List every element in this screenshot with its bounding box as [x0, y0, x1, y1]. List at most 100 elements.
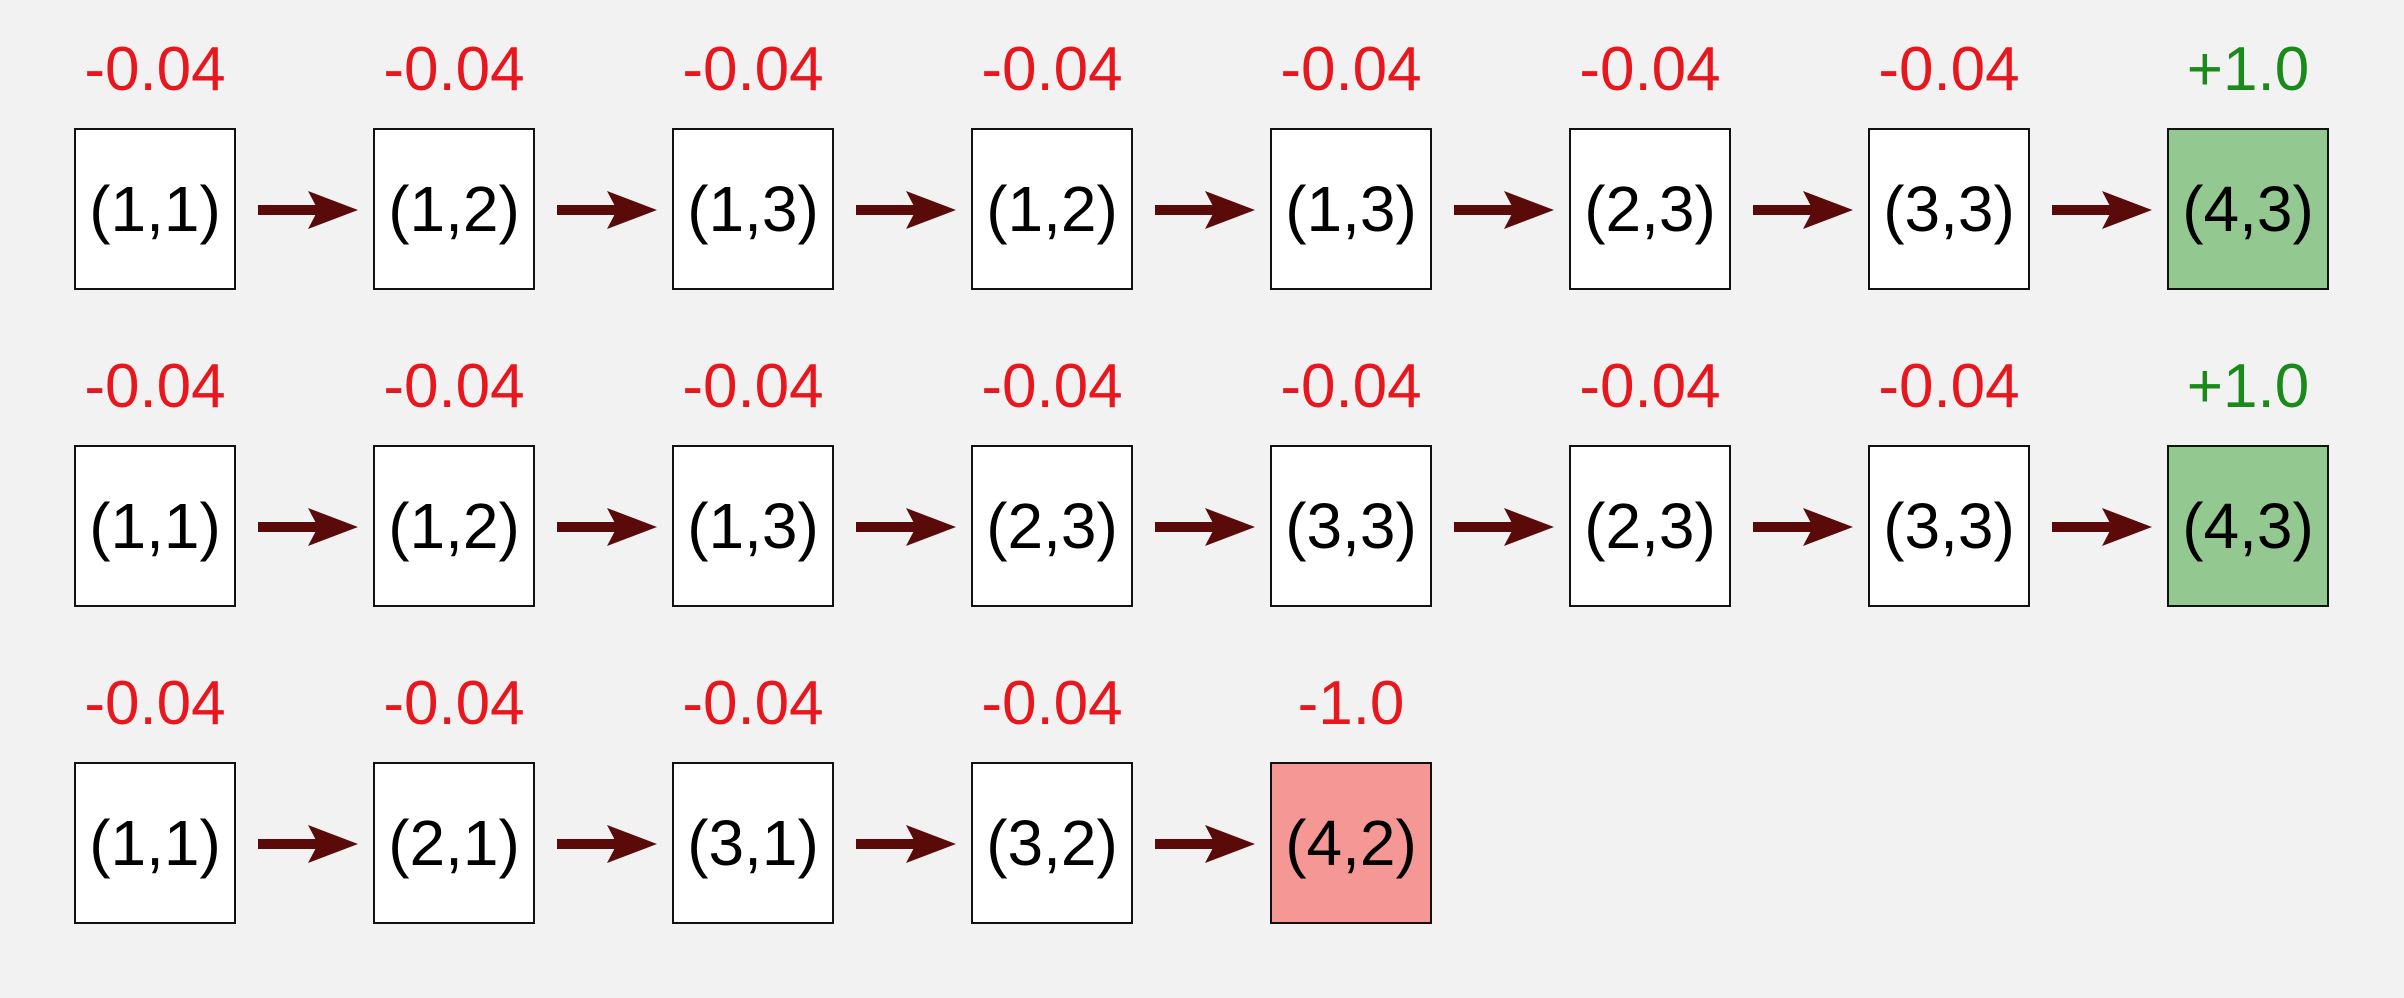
state-label: (1,1)	[89, 807, 221, 879]
transition-arrow-icon	[1155, 825, 1255, 863]
reward-label: +1.0	[2186, 35, 2310, 104]
trajectory-step: -0.04 (3,2)	[971, 664, 1133, 924]
state-box: (1,2)	[971, 128, 1133, 290]
reward-label: -0.04	[1579, 35, 1721, 104]
pit-state-box: (4,2)	[1270, 762, 1432, 924]
transition-arrow-icon	[856, 825, 956, 863]
reward-label: -0.04	[84, 669, 226, 738]
state-label: (1,2)	[388, 173, 520, 245]
transition-arrow-icon	[2052, 508, 2152, 546]
transition-arrow-icon	[258, 508, 358, 546]
trajectory-step: +1.0 (4,3)	[2167, 347, 2329, 607]
state-label: (1,1)	[89, 490, 221, 562]
transition-arrow-icon	[856, 508, 956, 546]
reward-label: +1.0	[2186, 352, 2310, 421]
transition-arrow-icon	[557, 508, 657, 546]
reward-label: -0.04	[682, 352, 824, 421]
trajectory-step: -0.04 (2,3)	[971, 347, 1133, 607]
trajectory-step: -0.04 (3,1)	[672, 664, 834, 924]
reward-label: -0.04	[981, 669, 1123, 738]
transition-arrow-icon	[1155, 508, 1255, 546]
state-box: (1,1)	[74, 128, 236, 290]
state-box: (1,2)	[373, 128, 535, 290]
trajectory-step: -0.04 (1,3)	[672, 347, 834, 607]
state-box: (2,3)	[1569, 128, 1731, 290]
state-label: (3,2)	[986, 807, 1118, 879]
reward-label: -0.04	[383, 669, 525, 738]
trajectory-step: -0.04 (1,3)	[1270, 30, 1432, 290]
trajectory-row-1: -0.04 (1,1) -0.04 (1,2) -0.04 (1,3) -0.04 (1,2)…	[0, 30, 2404, 290]
state-box: (1,3)	[672, 445, 834, 607]
transition-arrow-icon	[1753, 508, 1853, 546]
state-label: (4,3)	[2182, 173, 2314, 245]
trajectory-step: -0.04 (3,3)	[1270, 347, 1432, 607]
trajectory-row-2: -0.04(1,1)-0.04(1,2)-0.04(1,3)-0.04(2,3)…	[0, 347, 2404, 607]
trajectory-step: -0.04 (1,1)	[74, 664, 236, 924]
transition-arrow-icon	[1155, 191, 1255, 229]
transition-arrow-icon	[258, 825, 358, 863]
reward-label: -0.04	[383, 352, 525, 421]
state-box: (3,3)	[1270, 445, 1432, 607]
state-label: (2,3)	[1584, 490, 1716, 562]
trajectory-step: -0.04 (2,3)	[1569, 30, 1731, 290]
transition-arrow-icon	[557, 191, 657, 229]
reward-label: -0.04	[1878, 352, 2020, 421]
reward-label: -0.04	[84, 35, 226, 104]
state-label: (4,2)	[1285, 807, 1417, 879]
state-box: (1,3)	[1270, 128, 1432, 290]
state-box: (2,3)	[971, 445, 1133, 607]
goal-state-box: (4,3)	[2167, 445, 2329, 607]
trajectory-step: +1.0 (4,3)	[2167, 30, 2329, 290]
state-box: (2,3)	[1569, 445, 1731, 607]
reward-label: -1.0	[1297, 669, 1405, 738]
trajectory-step: -0.04 (1,2)	[971, 30, 1133, 290]
trajectory-step: -0.04 (1,2)	[373, 347, 535, 607]
state-box: (3,1)	[672, 762, 834, 924]
state-label: (1,3)	[1285, 173, 1417, 245]
trajectory-step: -0.04(3,3)	[1868, 30, 2030, 290]
reward-label: -0.04	[1280, 352, 1422, 421]
transition-arrow-icon	[258, 191, 358, 229]
state-box: (3,3)	[1868, 445, 2030, 607]
trajectory-step: -0.04 (3,3)	[1868, 347, 2030, 607]
transition-arrow-icon	[2052, 191, 2152, 229]
reward-label: -0.04	[1280, 35, 1422, 104]
state-box: (1,2)	[373, 445, 535, 607]
state-box: (3,3)	[1868, 128, 2030, 290]
state-box: (1,1)	[74, 445, 236, 607]
transition-arrow-icon	[557, 825, 657, 863]
reward-label: -0.04	[682, 669, 824, 738]
state-box: (2,1)	[373, 762, 535, 924]
state-box: (1,1)	[74, 762, 236, 924]
state-label: (2,3)	[1584, 173, 1716, 245]
reward-label: -0.04	[383, 35, 525, 104]
trajectory-step: -0.04 (1,2)	[373, 30, 535, 290]
state-box: (1,3)	[672, 128, 834, 290]
reward-label: -0.04	[682, 35, 824, 104]
state-label: (1,2)	[388, 490, 520, 562]
state-label: (2,3)	[986, 490, 1118, 562]
trajectory-step: -0.04 (2,1)	[373, 664, 535, 924]
state-label: (3,3)	[1883, 173, 2015, 245]
state-label: (3,3)	[1883, 490, 2015, 562]
trajectory-step: -0.04(2,3)	[1569, 347, 1731, 607]
reward-label: -0.04	[981, 35, 1123, 104]
transition-arrow-icon	[1454, 508, 1554, 546]
trajectory-row-3: -0.04 (1,1) -0.04 (2,1) -0.04 (3,1) -0.04 (3,2)…	[0, 664, 2404, 924]
state-label: (1,2)	[986, 173, 1118, 245]
transition-arrow-icon	[1753, 191, 1853, 229]
state-label: (4,3)	[2182, 490, 2314, 562]
state-label: (3,3)	[1285, 490, 1417, 562]
state-box: (3,2)	[971, 762, 1133, 924]
state-label: (1,3)	[687, 490, 819, 562]
state-label: (1,3)	[687, 173, 819, 245]
state-label: (1,1)	[89, 173, 221, 245]
reward-label: -0.04	[84, 352, 226, 421]
trajectory-step: -0.04 (1,3)	[672, 30, 834, 290]
reward-label: -0.04	[981, 352, 1123, 421]
state-label: (3,1)	[687, 807, 819, 879]
trajectory-step: -1.0 (4,2)	[1270, 664, 1432, 924]
trajectory-step: -0.04 (1,1)	[74, 347, 236, 607]
transition-arrow-icon	[1454, 191, 1554, 229]
